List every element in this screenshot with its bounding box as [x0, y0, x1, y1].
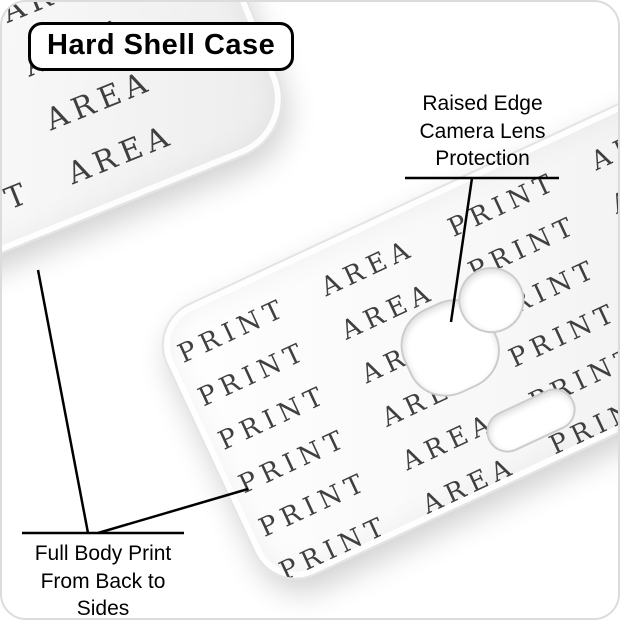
title-badge: Hard Shell Case: [28, 22, 295, 71]
print-annotation-line3: Sides: [76, 597, 130, 620]
print-leader-line-right: [97, 487, 249, 535]
print-leader-line-left: [36, 269, 90, 534]
camera-annotation-line2: Camera Lens: [419, 119, 546, 143]
print-annotation-line1: Full Body Print: [34, 542, 172, 565]
print-annotation-line2: From Back to: [40, 569, 166, 593]
camera-annotation-line3: Protection: [435, 147, 530, 171]
print-annotation: Full Body Print From Back to Sides: [14, 540, 192, 620]
page-title: Hard Shell Case: [47, 29, 276, 61]
camera-annotation-line1: Raised Edge: [422, 92, 543, 115]
camera-annotation: Raised Edge Camera Lens Protection: [400, 90, 565, 173]
